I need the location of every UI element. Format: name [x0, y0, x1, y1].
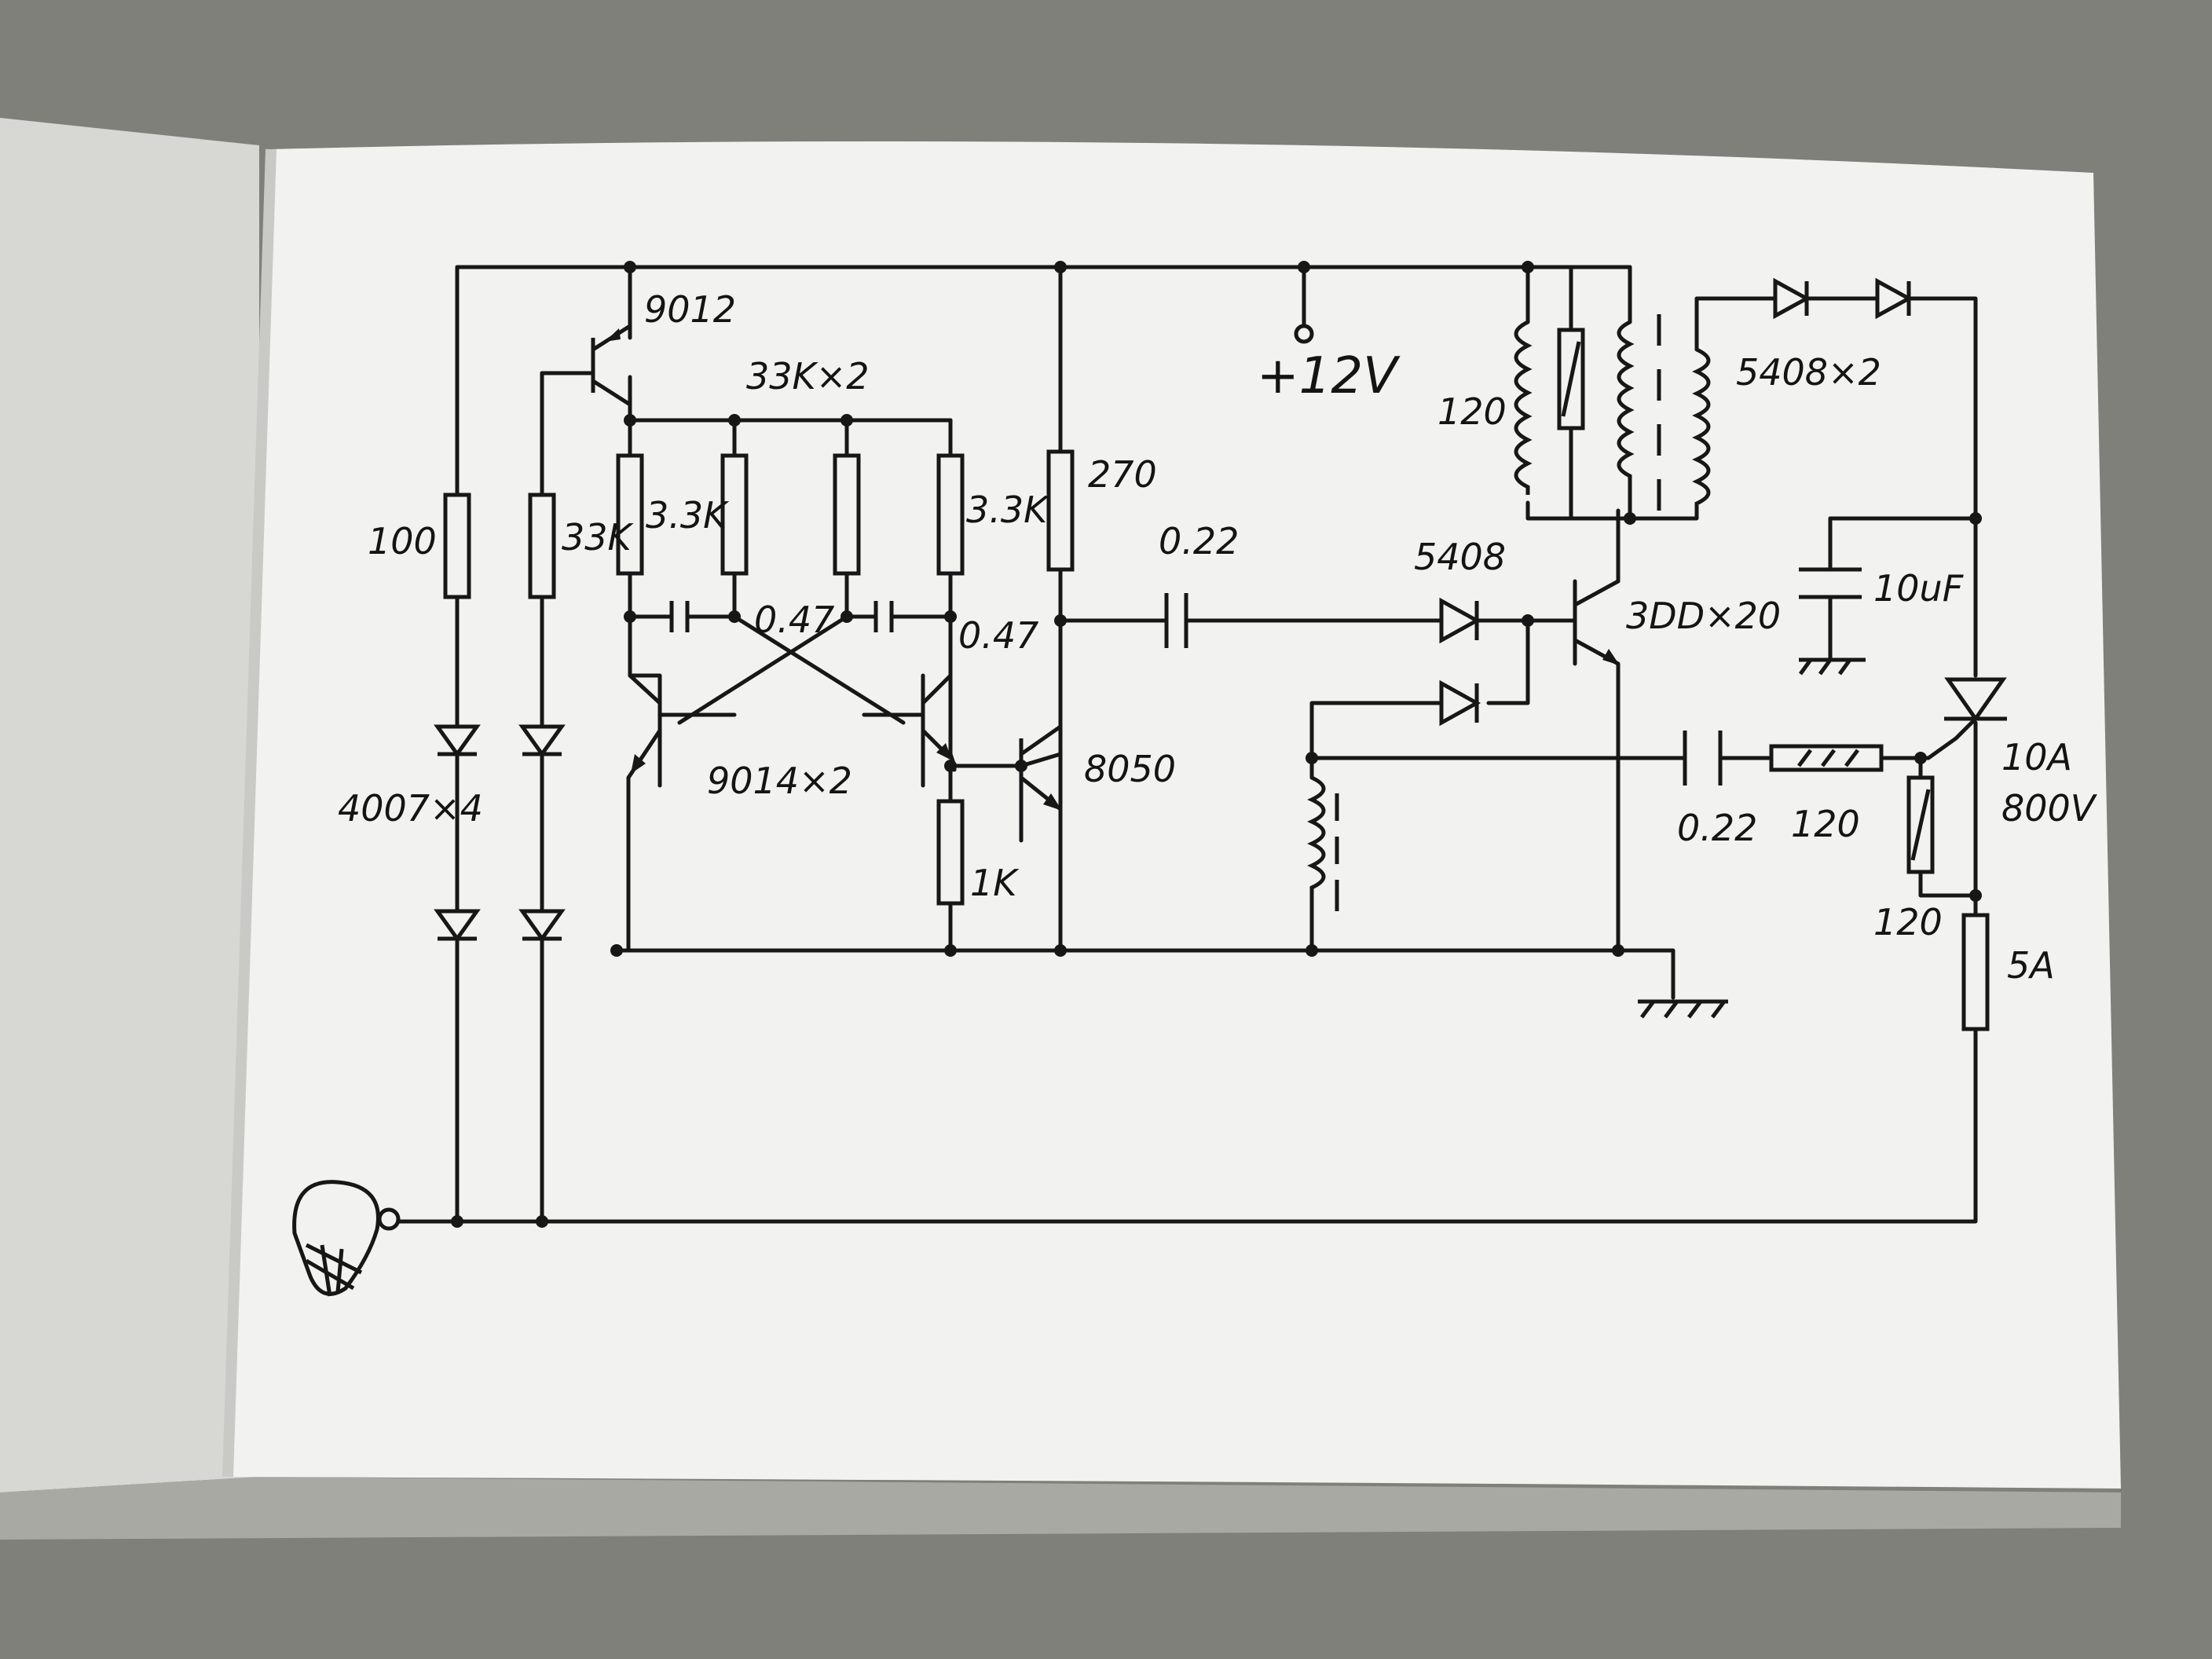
- label-33kx2: 33K×2: [746, 355, 870, 397]
- label-3k3-left: 3.3K: [646, 494, 730, 537]
- resistor-100: [443, 493, 471, 599]
- capacitor-10uf: [1799, 567, 1862, 599]
- resistor-120-primary-hatch: [1561, 341, 1581, 417]
- label-8050: 8050: [1084, 748, 1176, 790]
- label-100: 100: [368, 520, 437, 562]
- label-3ddx20: 3DD×20: [1626, 595, 1781, 637]
- transformer-secondary-coil: [1692, 347, 1711, 515]
- page-binding: [222, 148, 276, 1478]
- resistor-33k-a: [720, 453, 749, 576]
- lamp-icon: [292, 1180, 401, 1297]
- label-047-left: 0.47: [754, 599, 834, 641]
- transistor-8050: [1019, 724, 1062, 811]
- label-9014x2: 9014×2: [707, 760, 852, 802]
- capacitor-022-input: [1164, 593, 1188, 648]
- ground-icon: [1638, 999, 1728, 1019]
- label-120-primary: 120: [1437, 390, 1507, 433]
- left-page: [0, 118, 259, 1492]
- component-labels: 9012 33K×2 +12V 120 5408×2 100 33K 3.3K …: [338, 288, 2098, 987]
- junction-dots: [451, 261, 1982, 1228]
- label-5a: 5A: [2007, 944, 2055, 987]
- diode-4007-2: [518, 595, 566, 758]
- label-3k3-right: 3.3K: [966, 489, 1050, 531]
- transformer-primary-coil: [1514, 320, 1533, 495]
- diode-5408-upper: [1439, 597, 1481, 644]
- notebook-page: [224, 141, 2121, 1489]
- resistor-33k-b: [833, 453, 861, 576]
- label-120-gate: 120: [1791, 803, 1860, 845]
- resistor-270: [1046, 449, 1075, 572]
- resistor-3k3-left: [616, 453, 644, 576]
- resistor-33k: [528, 493, 556, 599]
- label-supply: +12V: [1257, 347, 1401, 405]
- diode-4007-3: [434, 909, 481, 943]
- fuse-5a: [1961, 913, 1990, 1031]
- diode-4007-1: [434, 595, 481, 758]
- diode-5408-out-1: [1773, 277, 1811, 320]
- ground-icon-10uf: [1798, 657, 1866, 676]
- transformer-feedback-coil: [1617, 320, 1635, 503]
- label-1k: 1K: [970, 862, 1020, 904]
- label-4007x4: 4007×4: [338, 787, 483, 830]
- label-022-input: 0.22: [1159, 520, 1239, 562]
- page-edge-shadow: [0, 1477, 2121, 1540]
- transistor-9012: [591, 324, 632, 407]
- diode-5408-lower: [1439, 679, 1481, 727]
- resistor-120-gate-hatch: [1797, 749, 1859, 767]
- label-10uf: 10uF: [1873, 567, 1964, 610]
- transistor-9014-right: [921, 674, 952, 760]
- resistor-3k3-right: [936, 453, 965, 576]
- label-047-right: 0.47: [958, 614, 1038, 657]
- capacitor-022-gate: [1683, 731, 1723, 786]
- supply-terminal-icon: [1294, 324, 1314, 344]
- trigger-coil: [1307, 775, 1339, 911]
- label-270: 270: [1088, 453, 1157, 496]
- diode-5408-out-2: [1875, 277, 1914, 320]
- resistor-120-gk-hatch: [1910, 789, 1931, 861]
- label-5408: 5408: [1414, 536, 1506, 578]
- label-022-gate: 0.22: [1677, 807, 1757, 849]
- transistor-9014-left: [626, 674, 662, 779]
- label-10a: 10A: [2001, 736, 2072, 778]
- scr-thyristor: [1944, 677, 2007, 740]
- transistor-3dd: [1573, 581, 1620, 665]
- diode-4007-4: [518, 909, 566, 943]
- label-33k: 33K: [562, 516, 635, 558]
- resistor-1k: [936, 799, 965, 906]
- label-5408x2: 5408×2: [1736, 351, 1881, 394]
- capacitor-047-right: [873, 601, 894, 632]
- capacitor-047-left: [669, 601, 690, 632]
- label-120-gk: 120: [1873, 901, 1943, 943]
- label-9012: 9012: [644, 288, 736, 331]
- label-800v: 800V: [2001, 787, 2098, 830]
